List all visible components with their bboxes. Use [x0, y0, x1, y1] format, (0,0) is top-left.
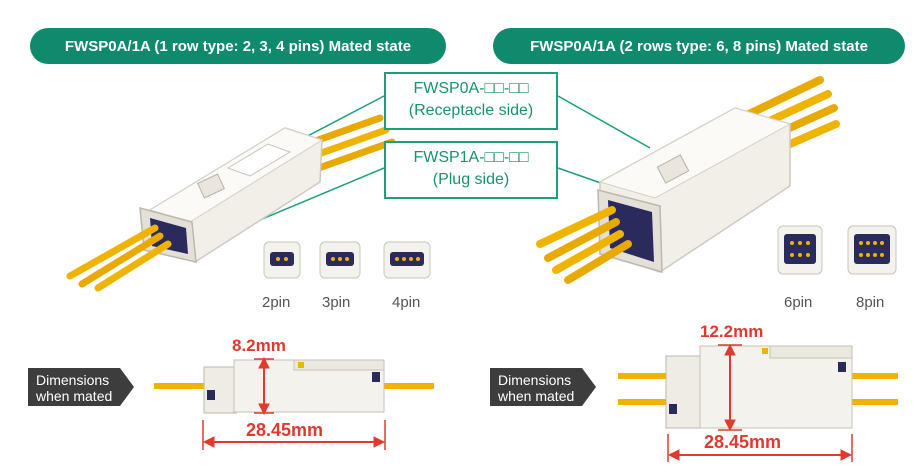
pin-face-8pin	[847, 225, 897, 275]
leader-line	[299, 95, 385, 141]
pin-label-6pin: 6pin	[784, 294, 813, 311]
left-side-view	[154, 359, 434, 414]
pin-face-3pin	[319, 241, 361, 279]
plug-part-number: FWSP1A-□□-□□	[413, 149, 529, 166]
dimensions-tag-line2: when mated	[36, 388, 113, 404]
right-length-label: 28.45mm	[704, 432, 782, 452]
pin-label-4pin: 4pin	[392, 294, 421, 311]
right-connector-3d	[536, 76, 840, 284]
dimensions-tag-right-shape	[490, 368, 596, 406]
dimensions-tag-line1: Dimensions	[36, 372, 110, 388]
pin-label-3pin: 3pin	[322, 294, 351, 311]
plug-side-label: (Plug side)	[432, 171, 510, 188]
leader-line	[557, 95, 651, 149]
header-left: FWSP0A/1A (1 row type: 2, 3, 4 pins) Mat…	[30, 28, 446, 64]
left-connector-3d	[66, 114, 396, 292]
receptacle-part-number: FWSP0A-□□-□□	[413, 80, 529, 97]
left-dimension-arrows	[202, 356, 386, 450]
right-dimension-arrows	[667, 343, 853, 462]
pin-face-2pin	[263, 241, 301, 279]
pin-face-6pin	[777, 225, 823, 275]
dimensions-tag-line1: Dimensions	[498, 372, 572, 388]
left-height-label: 8.2mm	[232, 336, 286, 355]
pin-face-4pin	[383, 241, 431, 279]
dimensions-tag-left-shape	[28, 368, 134, 406]
right-side-view	[618, 345, 898, 429]
right-height-label: 12.2mm	[700, 322, 764, 341]
left-length-label: 28.45mm	[246, 420, 324, 440]
receptacle-callout: FWSP0A-□□-□□ (Receptacle side)	[384, 72, 558, 130]
pin-label-2pin: 2pin	[262, 294, 291, 311]
receptacle-side-label: (Receptacle side)	[408, 102, 534, 119]
pin-label-8pin: 8pin	[856, 294, 885, 311]
plug-callout: FWSP1A-□□-□□ (Plug side)	[384, 141, 558, 199]
header-right: FWSP0A/1A (2 rows type: 6, 8 pins) Mated…	[493, 28, 905, 64]
dimensions-tag-line2: when mated	[498, 388, 575, 404]
